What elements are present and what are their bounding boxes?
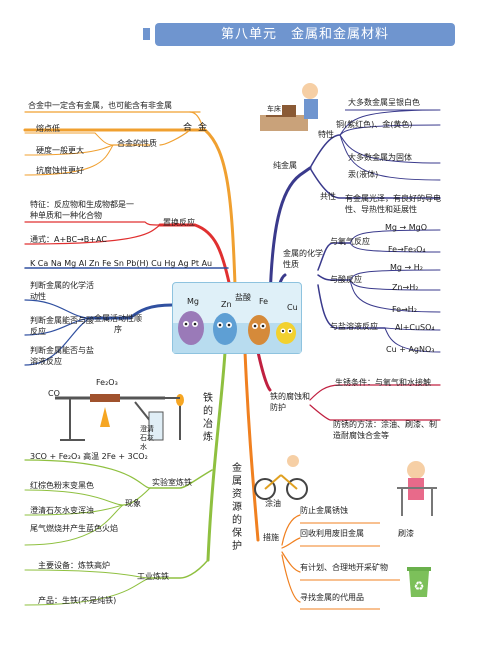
acid-reaction: Mg → H₂ — [390, 263, 423, 272]
oxygen-label: 与氧气反应 — [330, 237, 370, 246]
pure-branch — [268, 166, 312, 302]
painting-girl-icon — [397, 461, 437, 516]
measure: 有计划、合理地开采矿物 — [300, 563, 388, 572]
painting-caption: 刷漆 — [398, 529, 414, 538]
recycle-bin-icon: ♻ — [407, 567, 431, 597]
rust-label: 铁的腐蚀和防护 — [270, 392, 310, 412]
apparatus-fe2o3-label: Fe₂O₃ — [96, 378, 118, 387]
ion-label-cu: Cu — [287, 303, 298, 312]
phenomenon: 尾气燃烧并产生蓝色火焰 — [30, 524, 118, 533]
common-label: 共性 — [320, 192, 336, 201]
oxygen-reaction: Fe→Fe₃O₄ — [388, 245, 426, 254]
measure: 防止金属锈蚀 — [300, 506, 348, 515]
activity-series: K Ca Na Mg Al Zn Fe Sn Pb(H) Cu Hg Ag Pt… — [30, 259, 213, 268]
chem-props-label: 金属的化学性质 — [283, 249, 323, 269]
phenomenon-label: 现象 — [125, 499, 141, 508]
smelting-label: 铁的冶炼 — [203, 393, 213, 443]
iron-smelting-apparatus-icon — [55, 394, 184, 441]
salt-reaction: Al+CuSO₄ — [395, 323, 435, 332]
alloy-property: 硬度一般更大 — [36, 146, 84, 155]
ion-label-zn: Zn — [221, 300, 232, 309]
ion-label-fe: Fe — [259, 297, 269, 306]
alloy-note: 合金中一定含有金属，也可能含有非金属 — [28, 101, 172, 110]
acid-label: 与酸反应 — [330, 275, 362, 284]
apparatus-limewater-label: 澄清石灰水 — [140, 425, 154, 451]
replacement-branch — [158, 223, 232, 289]
oxygen-reaction: Mg → MgO — [385, 223, 428, 232]
traits-label: 特性 — [318, 130, 334, 139]
protect-label: 金属资源的保护 — [232, 463, 242, 552]
activity-use: 判断金属能否与酸反应 — [30, 316, 94, 336]
phenomenon: 红棕色粉末变黑色 — [30, 481, 94, 490]
page-title: 第八单元 金属和金属材料 — [155, 23, 455, 46]
lathe-sign: 车床 — [266, 104, 282, 115]
industrial-smelting-label: 工业炼铁 — [137, 572, 169, 581]
rust-branch — [256, 350, 272, 392]
ion-label-mg: Mg — [187, 297, 199, 306]
alloy-property: 抗腐蚀性更好 — [36, 166, 84, 175]
measure: 回收利用废旧金属 — [300, 529, 364, 538]
phenomenon: 澄清石灰水变浑浊 — [30, 506, 94, 515]
center-beaker-illustration: Mg Zn 盐酸 Fe Cu — [172, 282, 302, 354]
svg-text:♻: ♻ — [414, 579, 425, 593]
rust-condition: 生锈条件：与氧气和水接触 — [335, 378, 431, 387]
industry-item: 产品：生铁(不是纯铁) — [38, 596, 117, 605]
oiling-caption: 涂油 — [265, 499, 281, 508]
pure-metal-label: 纯金属 — [273, 161, 297, 170]
metal-cartoons-icon — [173, 311, 301, 353]
common-properties: 有金属光泽，有良好的导电性、导热性和延展性 — [345, 194, 441, 214]
replacement-general: 通式：A+BC→B+AC — [30, 235, 107, 244]
activity-label: 金属活动性顺序 — [94, 314, 142, 334]
industry-item: 主要设备：炼铁高炉 — [38, 561, 110, 570]
smelting-equation: 3CO + Fe₂O₃ 高温 2Fe + 3CO₂ — [30, 452, 148, 461]
trait: 汞(液体) — [348, 170, 379, 179]
alloy-branch — [23, 128, 237, 287]
measures-label: 措施 — [263, 533, 279, 542]
trait: 铜(紫红色)、金(黄色) — [336, 120, 413, 129]
activity-use: 判断金属的化学活动性 — [30, 281, 94, 301]
salt-reaction: Cu + AgNO₃ — [386, 345, 435, 354]
measure: 寻找金属的代用品 — [300, 593, 364, 602]
acid-reaction: Fe→H₂ — [392, 305, 418, 314]
trait: 大多数金属呈银白色 — [348, 98, 420, 107]
smelting-branch — [206, 350, 227, 562]
alloy-properties-label: 合金的性质 — [117, 139, 157, 148]
alloy-property: 熔点低 — [36, 124, 60, 133]
replacement-label: 置换反应 — [163, 218, 195, 227]
trait: 大多数金属为固体 — [348, 153, 412, 162]
activity-use: 判断金属能否与盐溶液反应 — [30, 346, 94, 366]
ion-label-hcl: 盐酸 — [235, 293, 251, 302]
protect-branch — [243, 350, 260, 542]
title-marker — [143, 28, 150, 40]
alloy-label: 合金 — [183, 123, 214, 133]
apparatus-co-label: CO — [48, 389, 60, 398]
oiling-bicycle-icon — [254, 455, 308, 500]
acid-reaction: Zn→H₂ — [392, 283, 419, 292]
replacement-feature: 特征：反应物和生成物都是一种单质和一种化合物 — [30, 200, 134, 220]
lab-smelting-label: 实验室炼铁 — [152, 478, 192, 487]
rust-prevention: 防锈的方法：涂油、刷漆、制造耐腐蚀合金等 — [333, 420, 437, 440]
salt-label: 与盐溶液反应 — [330, 322, 378, 331]
